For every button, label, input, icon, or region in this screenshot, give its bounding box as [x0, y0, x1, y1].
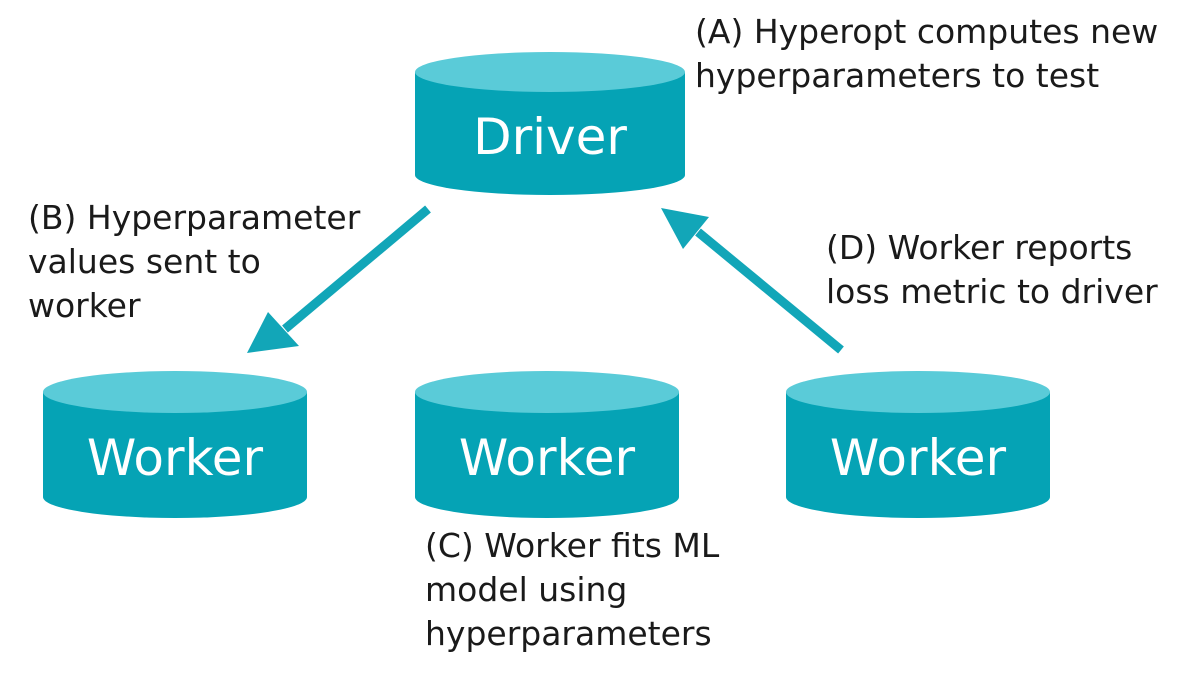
annotation-b-line: worker	[28, 286, 141, 325]
annotation-c: (C) Worker fits ML model using hyperpara…	[425, 524, 719, 656]
arrow-worker-to-driver-shaft	[695, 228, 844, 354]
worker-center-cylinder-top	[415, 371, 679, 413]
annotation-b-line: (B) Hyperparameter	[28, 198, 361, 237]
driver-cylinder-top	[415, 52, 685, 92]
worker-right-cylinder-top	[786, 371, 1050, 413]
worker-right-label: Worker	[830, 429, 1007, 487]
worker-left-cylinder-body	[43, 392, 307, 518]
worker-center-label: Worker	[459, 429, 636, 487]
worker-left-node: Worker	[43, 371, 307, 518]
annotation-a-line: (A) Hyperopt computes new	[695, 12, 1159, 51]
annotation-d-line: loss metric to driver	[826, 272, 1158, 311]
worker-right-node: Worker	[786, 371, 1050, 518]
worker-center-node: Worker	[415, 371, 679, 518]
arrow-worker-to-driver	[661, 208, 844, 354]
arrow-driver-to-worker-head	[247, 312, 299, 353]
worker-left-cylinder-top	[43, 371, 307, 413]
annotation-b: (B) Hyperparameter values sent to worker	[28, 196, 360, 328]
annotation-a: (A) Hyperopt computes new hyperparameter…	[695, 10, 1158, 98]
annotation-c-line: (C) Worker fits ML	[425, 526, 720, 565]
annotation-a-line: hyperparameters to test	[695, 56, 1100, 95]
worker-left-label: Worker	[87, 429, 264, 487]
arrow-driver-to-worker-shaft	[282, 205, 431, 333]
driver-cylinder-body	[415, 72, 685, 195]
annotation-b-line: values sent to	[28, 242, 261, 281]
annotation-c-line: hyperparameters	[425, 614, 712, 653]
driver-label: Driver	[473, 108, 627, 166]
annotation-d-line: (D) Worker reports	[826, 228, 1133, 267]
driver-node: Driver	[415, 52, 685, 195]
arrow-driver-to-worker	[247, 205, 431, 353]
worker-right-cylinder-body	[786, 392, 1050, 518]
annotation-c-line: model using	[425, 570, 628, 609]
annotation-d: (D) Worker reports loss metric to driver	[826, 226, 1158, 314]
worker-center-cylinder-body	[415, 392, 679, 518]
arrow-worker-to-driver-head	[661, 208, 709, 249]
